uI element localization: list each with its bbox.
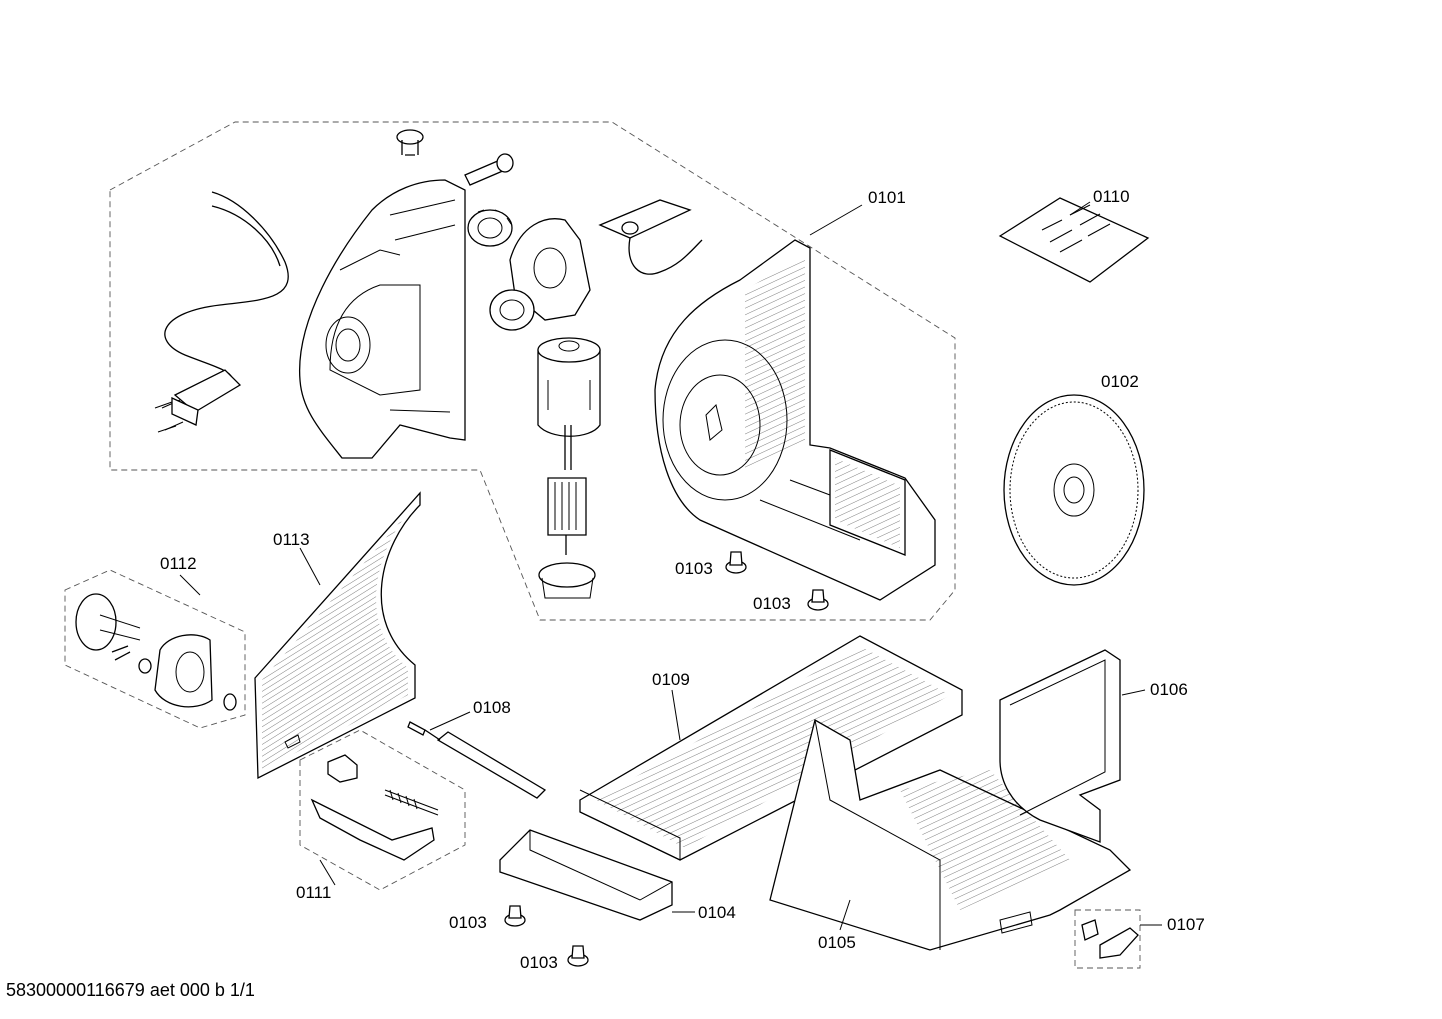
carriage-top	[579, 635, 963, 861]
motor-housing	[299, 179, 466, 459]
leader-0113	[299, 547, 321, 586]
label-0110: 0110	[1093, 187, 1130, 206]
tray	[499, 829, 673, 921]
leader-0101	[809, 204, 863, 236]
foot-c	[504, 905, 526, 927]
shaft-pin	[464, 153, 514, 186]
label-0111: 0111	[296, 883, 331, 902]
base	[769, 719, 1132, 951]
motor	[537, 337, 601, 437]
blade	[1003, 394, 1145, 586]
label-0106: 0106	[1150, 680, 1188, 699]
power-cable	[154, 191, 289, 433]
group-0111-boundary	[299, 729, 466, 891]
label-0113: 0113	[273, 530, 310, 549]
group-0107-boundary	[1074, 909, 1141, 969]
small-parts-0107	[1081, 919, 1139, 959]
label-0103-b: 0103	[753, 594, 791, 613]
label-0103-a: 0103	[675, 559, 713, 578]
leader-0109	[671, 689, 681, 741]
rod	[407, 721, 547, 799]
label-0107: 0107	[1167, 915, 1205, 934]
label-0104: 0104	[698, 903, 736, 922]
frame-0101	[654, 239, 936, 601]
document-id-footer: 58300000116679 aet 000 b 1/1	[6, 980, 255, 1000]
knob-small	[396, 129, 424, 156]
knob-group	[75, 593, 237, 711]
side-panel	[254, 491, 421, 780]
leader-0108	[429, 711, 471, 731]
end-stop	[999, 649, 1121, 843]
foot-b	[807, 589, 829, 611]
leader-0110	[1069, 201, 1091, 216]
foot-a	[725, 551, 747, 574]
label-0102: 0102	[1101, 372, 1139, 391]
leader-0105	[839, 899, 851, 931]
switch-board	[598, 199, 703, 275]
label-0101: 0101	[868, 188, 906, 207]
leader-0106	[1121, 689, 1146, 696]
screw-bag	[998, 197, 1150, 283]
label-0103-d: 0103	[520, 953, 558, 972]
label-0108: 0108	[473, 698, 511, 717]
label-0103-c: 0103	[449, 913, 487, 932]
group-0101-boundary	[109, 121, 956, 621]
lever-group	[310, 754, 439, 861]
label-0109: 0109	[652, 670, 690, 689]
foot-d	[567, 945, 589, 967]
fan	[538, 562, 596, 599]
label-0112: 0112	[160, 554, 197, 573]
leader-0111	[319, 859, 336, 886]
gearbox	[489, 218, 591, 331]
label-0105: 0105	[818, 933, 856, 952]
group-0112-boundary	[64, 569, 246, 729]
gear	[467, 209, 513, 247]
leader-0112	[179, 574, 201, 596]
rotor	[547, 425, 587, 555]
